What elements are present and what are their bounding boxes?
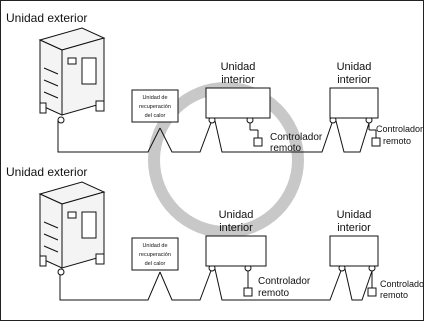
hr-box-bottom-line3: del calor: [145, 261, 166, 267]
indoor-unit-1-top: [205, 87, 271, 119]
hr-box-top-line2: recuperación: [139, 104, 171, 110]
indoor-2-bottom-line2: interior: [337, 222, 371, 234]
wiring-top: [57, 116, 377, 153]
hr-box-top-line1: Unidad de: [142, 95, 167, 101]
remote-2-bottom-line1: Controlador: [380, 279, 424, 289]
indoor-1-bottom-line2: interior: [219, 222, 253, 234]
remote-1-bottom-line1: Controlador: [258, 276, 311, 287]
hr-box-top-line3: del calor: [145, 113, 166, 119]
indoor-1-top-line2: interior: [221, 74, 255, 86]
remote-2-top-line1: Controlador: [376, 124, 423, 134]
remote-1-bottom-line2: remoto: [258, 288, 290, 299]
hr-box-bottom-line1: Unidad de: [142, 243, 167, 249]
indoor-1-bottom-line1: Unidad: [219, 209, 254, 221]
indoor-unit-2-bottom: [329, 235, 379, 267]
remote-2-bottom-line2: remoto: [380, 290, 408, 300]
indoor-2-top-line1: Unidad: [337, 61, 372, 73]
outdoor-unit-bottom: [38, 181, 106, 269]
indoor-2-top-line2: interior: [337, 74, 371, 86]
indoor-1-top-line1: Unidad: [221, 61, 256, 73]
outdoor-unit-label-top: Unidad exterior: [6, 11, 87, 25]
remote-controller-1-bottom: [243, 287, 253, 297]
outdoor-unit-label-bottom: Unidad exterior: [6, 165, 87, 179]
remote-2-top-line2: remoto: [383, 136, 411, 146]
hr-box-bottom-line2: recuperación: [139, 252, 171, 258]
indoor-unit-2-top: [329, 87, 379, 119]
heat-recovery-box-bottom: [131, 237, 179, 271]
indoor-2-bottom-line1: Unidad: [337, 209, 372, 221]
indoor-unit-1-bottom: [205, 235, 267, 267]
heat-recovery-box-top: [131, 89, 179, 123]
remote-1-top-line2: remoto: [270, 143, 302, 154]
outdoor-unit-top: [38, 27, 106, 116]
remote-controller-1-top: [253, 137, 263, 147]
wiring-bottom: [57, 264, 376, 301]
remote-controller-2-bottom: [367, 287, 377, 297]
remote-1-top-line1: Controlador: [270, 132, 323, 143]
remote-controller-2-top: [371, 137, 381, 147]
